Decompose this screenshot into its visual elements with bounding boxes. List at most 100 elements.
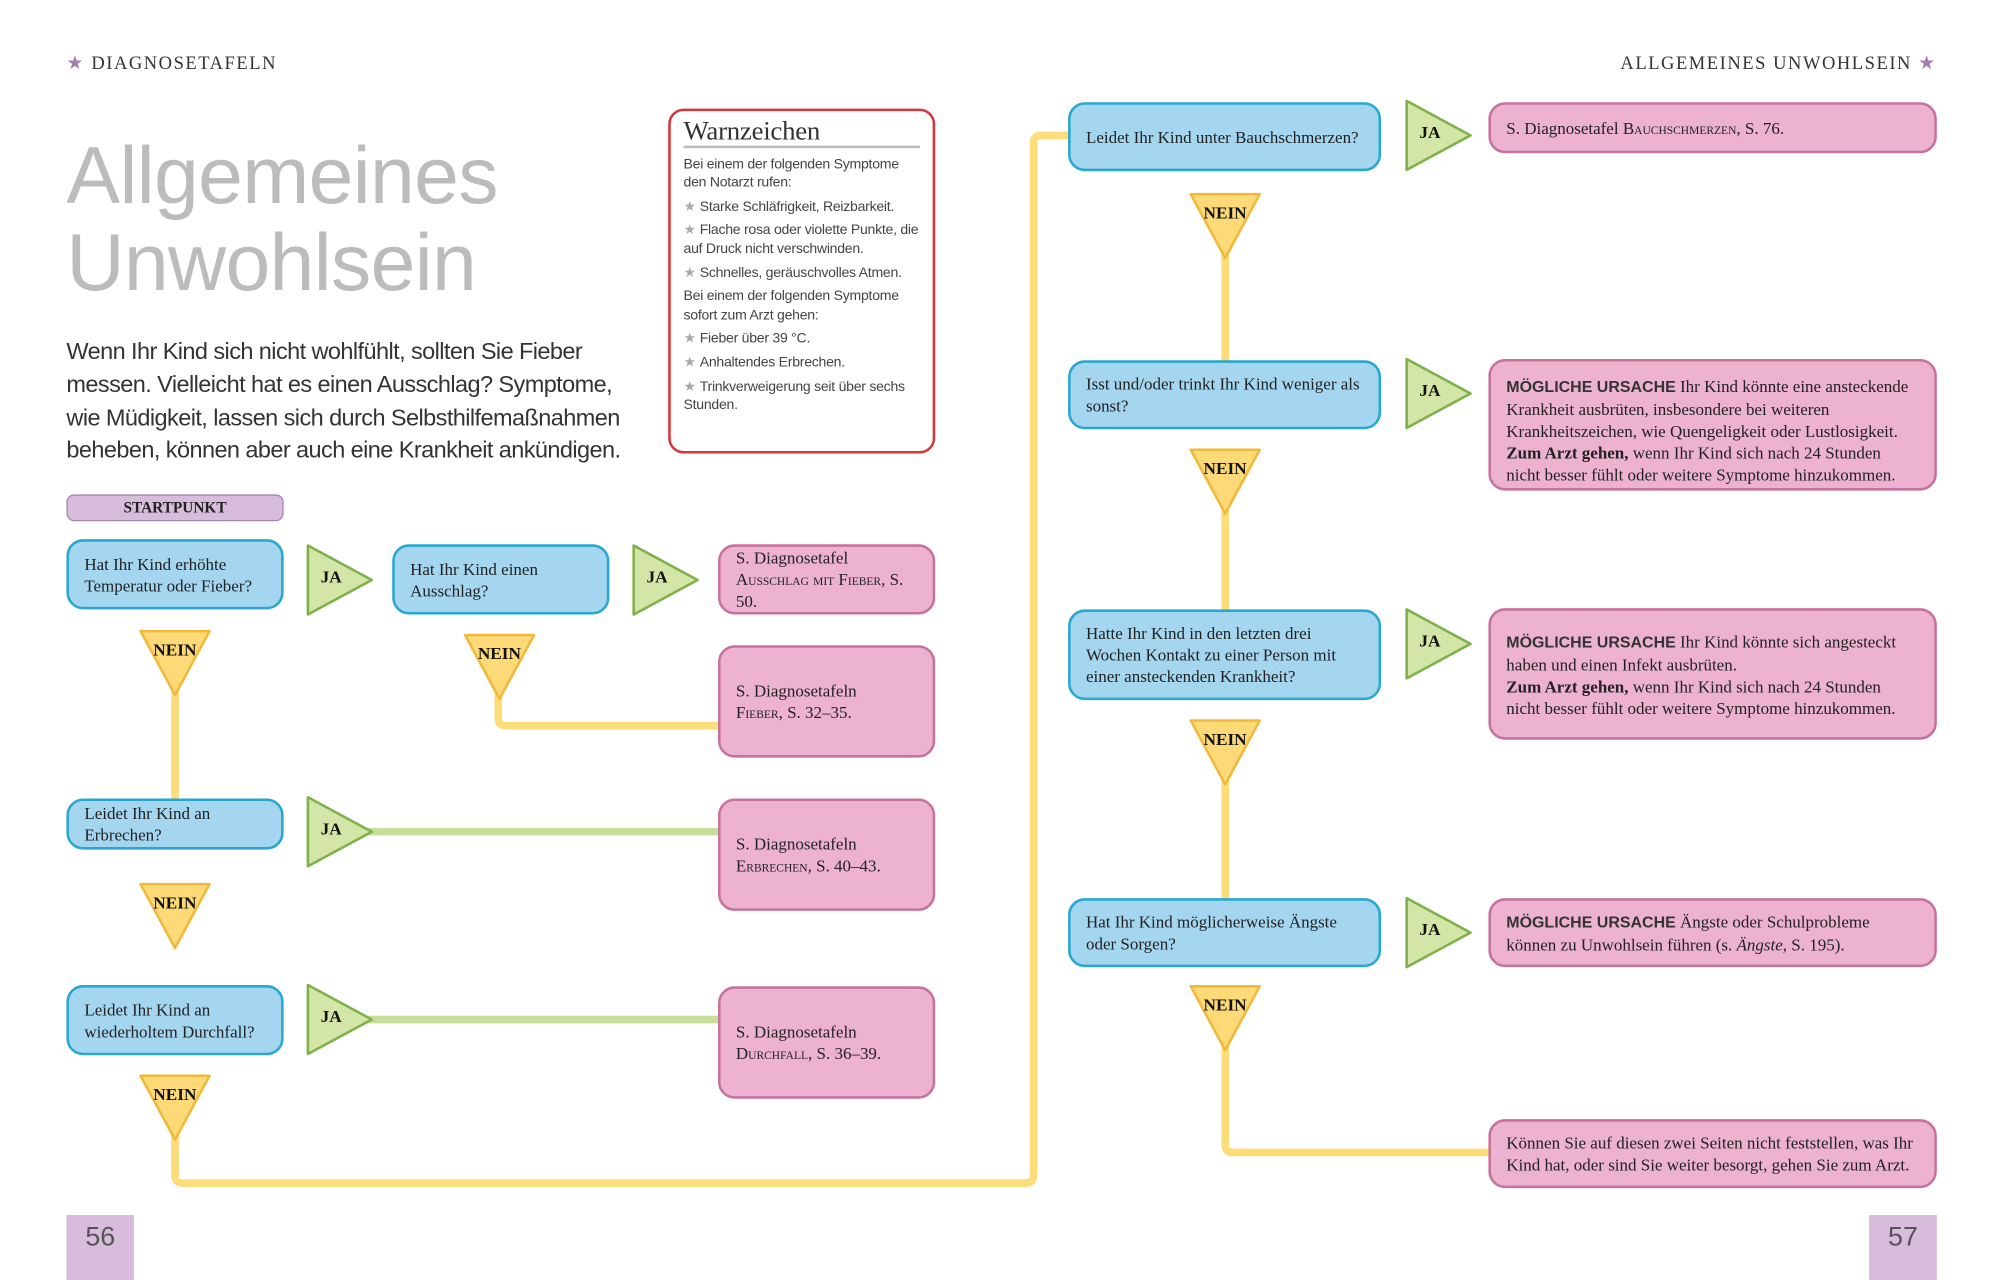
reference-box: S. Diagnosetafeln Erbrechen, S. 40–43. xyxy=(718,798,936,911)
no-label: NEIN xyxy=(153,893,197,913)
warning-item-text: Trinkverweigerung seit über sechs Stunde… xyxy=(683,378,906,413)
star-icon: ★ xyxy=(683,331,697,347)
cause-box: MÖGLICHE URSACHE Ihr Kind könnte sich an… xyxy=(1488,608,1937,740)
cause-text: Ihr Kind könnte sich angesteckt haben un… xyxy=(1506,632,1897,675)
cause-label: MÖGLICHE URSACHE xyxy=(1506,912,1676,931)
start-label: STARTPUNKT xyxy=(66,494,284,522)
no-label: NEIN xyxy=(1203,729,1247,749)
yes-label: JA xyxy=(1419,919,1441,940)
yes-label: JA xyxy=(1419,122,1441,142)
arrow-right-icon xyxy=(306,983,374,1056)
ref-title: Durchfall xyxy=(735,1043,809,1063)
arrow-down-icon xyxy=(1189,985,1261,1052)
arrow-right-icon xyxy=(1405,357,1472,430)
question-box: Isst und/oder trinkt Ihr Kind weniger al… xyxy=(1068,360,1382,430)
connector-no xyxy=(1221,1041,1493,1157)
warning-item: ★Schnelles, geräuschvolles Atmen. xyxy=(684,264,920,283)
warning-item-text: Schnelles, geräuschvolles Atmen. xyxy=(699,265,902,281)
warning-item-text: Flache rosa oder violette Punkte, die au… xyxy=(683,222,919,257)
cause-text: wenn Ihr Kind sich nach 24 Stunden nicht… xyxy=(1506,677,1896,719)
cause-box: MÖGLICHE URSACHE Ihr Kind könnte eine an… xyxy=(1488,359,1937,491)
yes-arrow: JA xyxy=(1404,607,1473,681)
warning-item: ★Trinkverweigerung seit über sechs Stund… xyxy=(684,378,920,415)
title-line: Allgemeines xyxy=(66,131,498,222)
cause-advice: Zum Arzt gehen, xyxy=(1506,677,1629,697)
intro-line: Wenn Ihr Kind sich nicht wohlfühlt, soll… xyxy=(66,337,583,365)
cause-label: MÖGLICHE URSACHE xyxy=(1506,633,1676,652)
arrow-down-icon xyxy=(139,629,211,697)
question-box: Hat Ihr Kind möglicherweise Ängste oder … xyxy=(1068,898,1382,968)
yes-label: JA xyxy=(1419,631,1441,651)
yes-label: JA xyxy=(646,567,668,587)
cause-text: wenn Ihr Kind sich nach 24 Stunden nicht… xyxy=(1506,443,1896,485)
star-icon: ★ xyxy=(683,355,697,371)
star-icon: ★ xyxy=(66,53,86,75)
running-header-left: ★ DIAGNOSETAFELN xyxy=(66,51,277,75)
reference-box: S. Diagnosetafeln Fieber, S. 32–35. xyxy=(718,645,936,758)
cause-text: Ängste oder Schulprobleme können zu Unwo… xyxy=(1506,911,1870,954)
star-icon: ★ xyxy=(683,265,697,281)
reference-box: S. Diagnosetafel Bauchschmerzen, S. 76. xyxy=(1488,102,1937,154)
warning-title: Warnzeichen xyxy=(683,117,920,148)
no-arrow: NEIN xyxy=(462,632,536,701)
arrow-right-icon xyxy=(632,544,699,616)
star-icon: ★ xyxy=(683,199,697,215)
warning-item: ★Starke Schläfrigkeit, Reizbarkeit. xyxy=(684,198,920,217)
arrow-right-icon xyxy=(1405,896,1472,969)
no-arrow: NEIN xyxy=(1188,984,1262,1053)
arrow-down-icon xyxy=(1189,448,1261,515)
no-label: NEIN xyxy=(1203,203,1247,223)
yes-label: JA xyxy=(320,567,342,587)
no-arrow: NEIN xyxy=(1188,718,1262,787)
reference-box: S. Diagnosetafel Ausschlag mit Fieber, S… xyxy=(718,544,936,615)
ref-page: , S. 76. xyxy=(1736,118,1785,138)
ref-title: Bauchschmerzen xyxy=(1622,118,1737,138)
warning-intro: Bei einem der folgenden Symptome den Not… xyxy=(683,156,900,191)
question-box: Hatte Ihr Kind in den letzten drei Woche… xyxy=(1068,609,1382,701)
cause-text: Ihr Kind könnte eine ansteckende Krankhe… xyxy=(1506,376,1909,441)
final-advice-box: Können Sie auf diesen zwei Seiten nicht … xyxy=(1488,1119,1937,1189)
warning-item: ★Flache rosa oder violette Punkte, die a… xyxy=(684,222,920,259)
intro-paragraph: Wenn Ihr Kind sich nicht wohlfühlt, soll… xyxy=(66,335,621,467)
question-box: Hat Ihr Kind einen Ausschlag? xyxy=(392,544,610,615)
arrow-right-icon xyxy=(1405,99,1472,172)
arrow-down-icon xyxy=(1189,192,1261,260)
section-label: DIAGNOSETAFELN xyxy=(91,53,277,75)
question-box: Hat Ihr Kind erhöhte Temperatur oder Fie… xyxy=(66,539,284,610)
yes-arrow: JA xyxy=(1404,98,1473,172)
yes-arrow: JA xyxy=(305,795,374,869)
yes-arrow: JA xyxy=(1404,896,1473,970)
ref-title: Erbrechen xyxy=(735,855,808,876)
ref-page: , S. 36–39. xyxy=(808,1043,882,1063)
yes-label: JA xyxy=(1419,380,1441,400)
arrow-down-icon xyxy=(139,882,211,950)
ref-title: Fieber xyxy=(735,702,779,722)
arrow-right-icon xyxy=(1405,608,1472,680)
no-arrow: NEIN xyxy=(1188,447,1262,516)
no-arrow: NEIN xyxy=(138,629,212,698)
yes-arrow: JA xyxy=(1404,356,1473,430)
page-number-left: 56 xyxy=(66,1214,135,1280)
intro-line: messen. Vielleicht hat es einen Ausschla… xyxy=(66,370,613,398)
question-box: Leidet Ihr Kind an Erbrechen? xyxy=(66,798,284,850)
warning-item: ★Anhaltendes Erbrechen. xyxy=(684,354,920,373)
ref-text: S. Diagnosetafeln xyxy=(735,834,857,854)
page-title: Allgemeines Unwohlsein xyxy=(66,131,498,308)
yes-arrow: JA xyxy=(631,543,700,617)
ref-page: , S. 40–43. xyxy=(807,855,881,876)
cause-box: MÖGLICHE URSACHE Ängste oder Schulproble… xyxy=(1488,898,1937,968)
yes-label: JA xyxy=(320,818,342,839)
page-number-right: 57 xyxy=(1869,1214,1937,1280)
arrow-right-icon xyxy=(306,544,374,616)
yes-arrow: JA xyxy=(305,543,374,617)
arrow-down-icon xyxy=(1189,719,1261,786)
title-line: Unwohlsein xyxy=(66,218,477,308)
no-label: NEIN xyxy=(153,640,197,660)
warning-item-text: Fieber über 39 °C. xyxy=(699,331,811,347)
cause-text: , S. 195). xyxy=(1782,934,1845,954)
ref-text: S. Diagnosetafel xyxy=(1506,118,1623,138)
cause-advice: Zum Arzt gehen, xyxy=(1506,443,1629,463)
no-label: NEIN xyxy=(1203,995,1247,1015)
running-header-right: ALLGEMEINES UNWOHLSEIN ★ xyxy=(1620,51,1936,75)
